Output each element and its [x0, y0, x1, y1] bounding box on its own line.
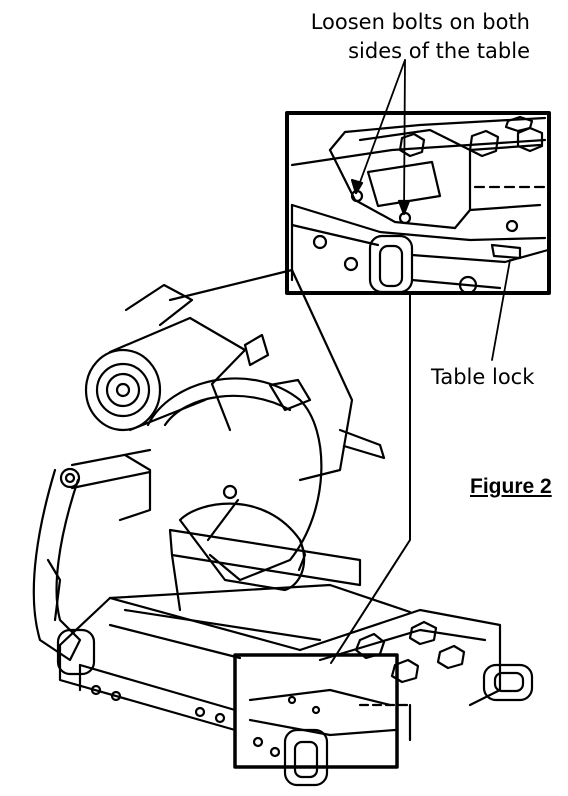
bolts-callout-line1: Loosen bolts on both	[310, 10, 530, 34]
saw-body	[32, 268, 386, 662]
figure-label: Figure 2	[470, 475, 552, 498]
table-lock-label: Table lock	[431, 365, 535, 389]
saw-base	[56, 583, 534, 732]
bolts-callout-line2: sides of the table	[348, 39, 530, 63]
detail-inset	[285, 111, 551, 295]
detail-marker-box	[233, 653, 412, 787]
